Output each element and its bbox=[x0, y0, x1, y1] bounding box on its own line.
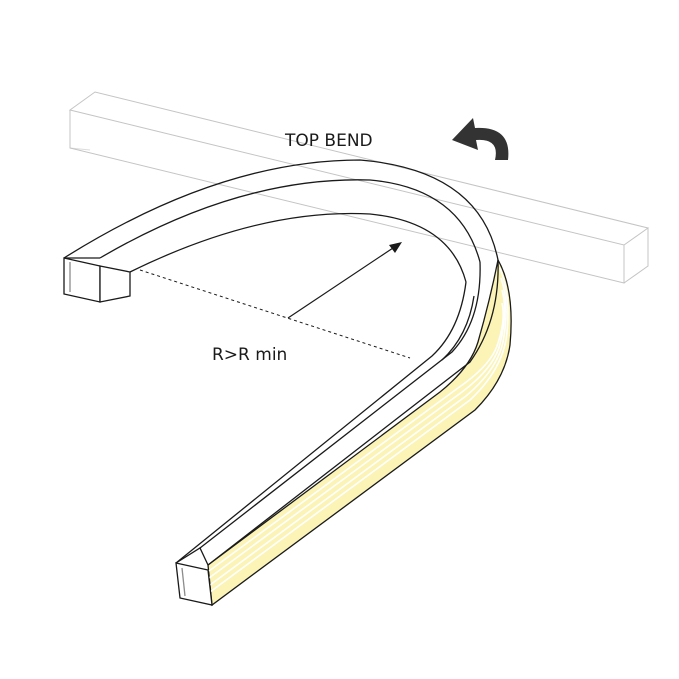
led-side-face bbox=[207, 258, 512, 607]
bottom-end-cap bbox=[175, 547, 213, 606]
flex-strip bbox=[63, 159, 499, 566]
left-end-cap bbox=[63, 257, 131, 303]
radius-label: R>R min bbox=[212, 345, 287, 365]
guide-bar bbox=[68, 91, 650, 284]
led-stripes bbox=[208, 267, 509, 593]
top-bend-label: TOP BEND bbox=[284, 131, 373, 151]
radius-arrow bbox=[287, 242, 402, 319]
curved-arrow-icon bbox=[452, 118, 509, 160]
dashed-chord-line bbox=[139, 269, 411, 359]
